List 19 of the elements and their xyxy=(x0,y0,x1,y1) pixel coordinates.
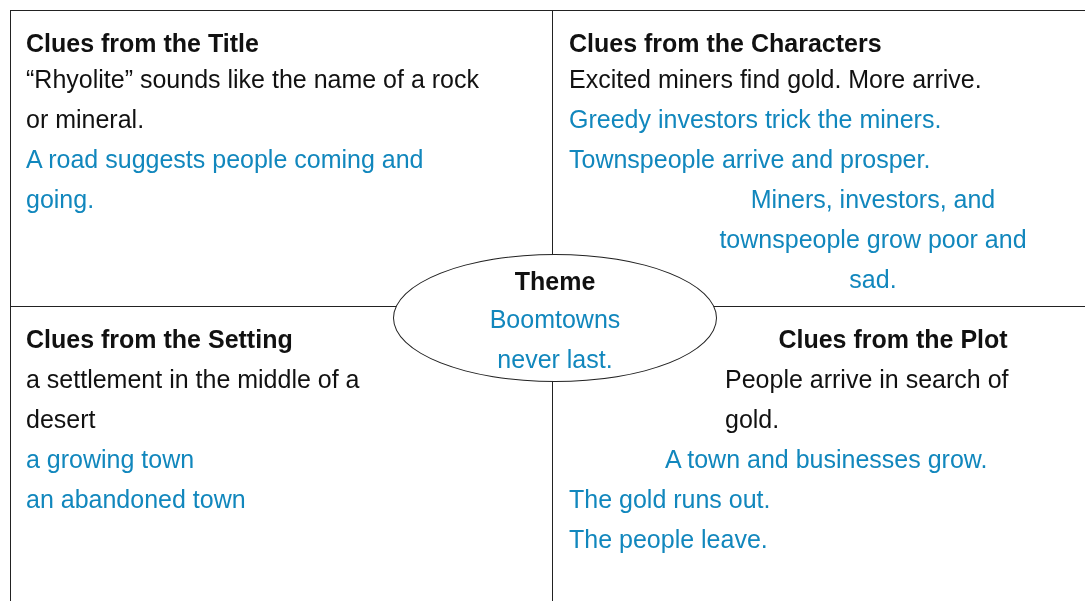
clue-text: “Rhyolite” sounds like the name of a rock or mineral. xyxy=(26,64,480,135)
clue-text: Miners, investors, and townspeople grow poor and sad. xyxy=(718,184,1028,295)
heading-text: Clues from the Plot xyxy=(777,324,1009,355)
clue-text: Townspeople arrive and prosper. xyxy=(569,144,932,175)
clue-text: a settlement in the middle of a desert xyxy=(26,364,361,435)
clue-text: The people leave. xyxy=(569,524,769,555)
clue-text: A town and businesses grow. xyxy=(665,444,989,475)
clue-text: a growing town xyxy=(26,444,196,475)
clue-text: Boomtowns never last. xyxy=(488,304,622,375)
clue-text: A road suggests people coming and going. xyxy=(26,144,425,215)
heading-text: Clues from the Characters xyxy=(569,28,883,59)
clue-text: Excited miners find gold. More arrive. xyxy=(569,64,983,95)
clue-text: an abandoned town xyxy=(26,484,247,515)
clue-text: People arrive in search of gold. xyxy=(725,364,1010,435)
heading-text: Clues from the Setting xyxy=(26,324,294,355)
clue-text: Greedy investors trick the miners. xyxy=(569,104,943,135)
heading-text: Theme xyxy=(513,266,597,297)
clue-text: The gold runs out. xyxy=(569,484,772,515)
heading-text: Clues from the Title xyxy=(26,28,260,59)
